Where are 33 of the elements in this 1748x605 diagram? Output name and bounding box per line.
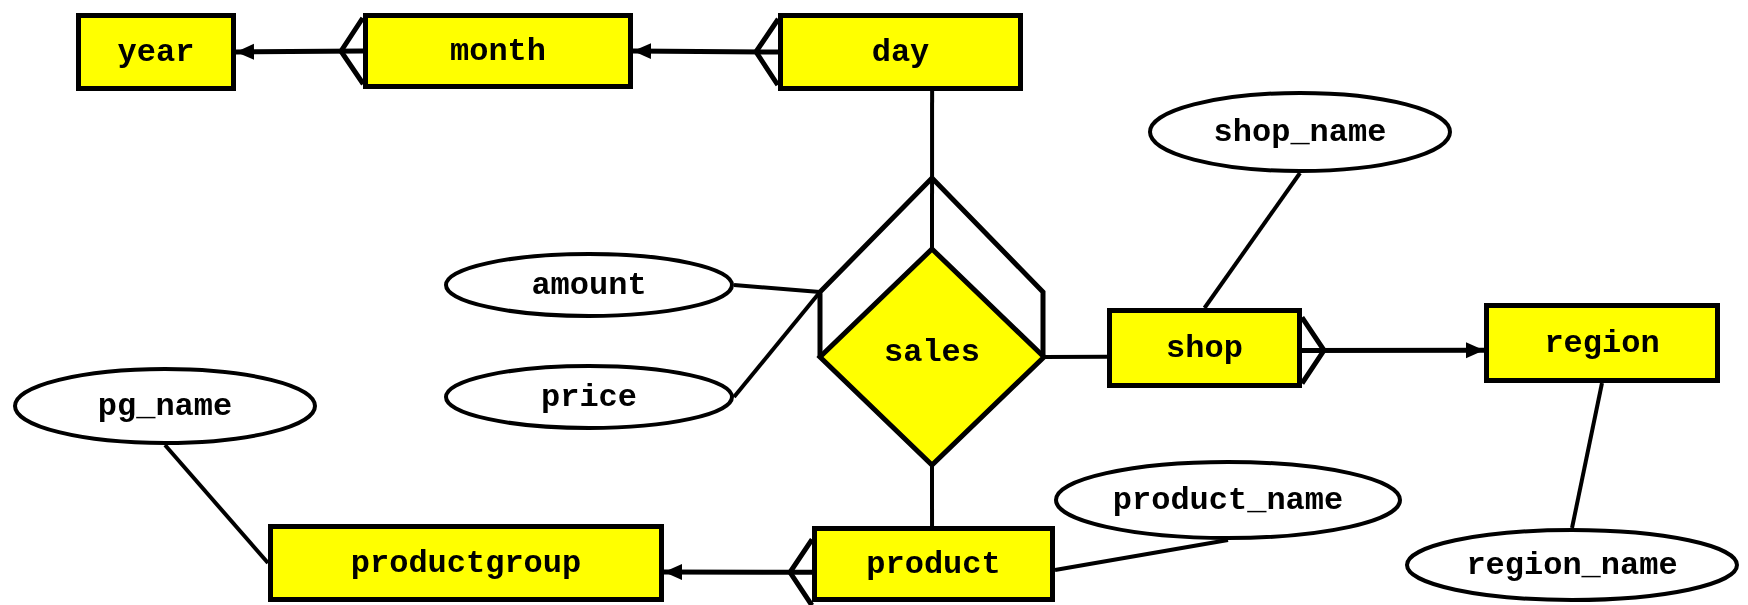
connector-line xyxy=(163,443,270,565)
connector-line xyxy=(733,283,821,295)
entity-name: shop xyxy=(1166,329,1243,367)
attribute-name: pg_name xyxy=(97,387,233,425)
attribute-name: amount xyxy=(531,266,647,304)
attribute-name: price xyxy=(541,378,637,416)
entity-name: region xyxy=(1544,324,1660,362)
entity-box xyxy=(363,13,633,89)
entity-name: productgroup xyxy=(350,544,582,582)
arrow xyxy=(236,15,366,87)
entity-name: product xyxy=(866,545,1001,583)
connector-line xyxy=(1044,354,1107,359)
entity-name: day xyxy=(871,33,930,71)
entity-box xyxy=(778,13,1023,91)
attribute-name: product_name xyxy=(1112,481,1344,519)
entity-name: month xyxy=(450,32,546,70)
entity-box xyxy=(1107,308,1302,388)
connector-line xyxy=(1570,382,1604,529)
attribute-name: shop_name xyxy=(1213,113,1387,151)
arrow xyxy=(1299,314,1484,386)
arrow xyxy=(633,16,781,88)
connector-line xyxy=(1054,538,1229,573)
entity-box xyxy=(1484,303,1720,383)
relationship-name: sales xyxy=(884,334,980,371)
connector-line xyxy=(1202,171,1302,310)
entity-box xyxy=(268,524,664,602)
entity-box xyxy=(812,526,1055,602)
connector-line xyxy=(930,91,935,249)
arrow xyxy=(664,536,815,605)
entity-box xyxy=(76,13,236,91)
entity-name: year xyxy=(117,33,195,71)
connector-line xyxy=(930,464,935,526)
attribute-name: region_name xyxy=(1466,546,1678,584)
